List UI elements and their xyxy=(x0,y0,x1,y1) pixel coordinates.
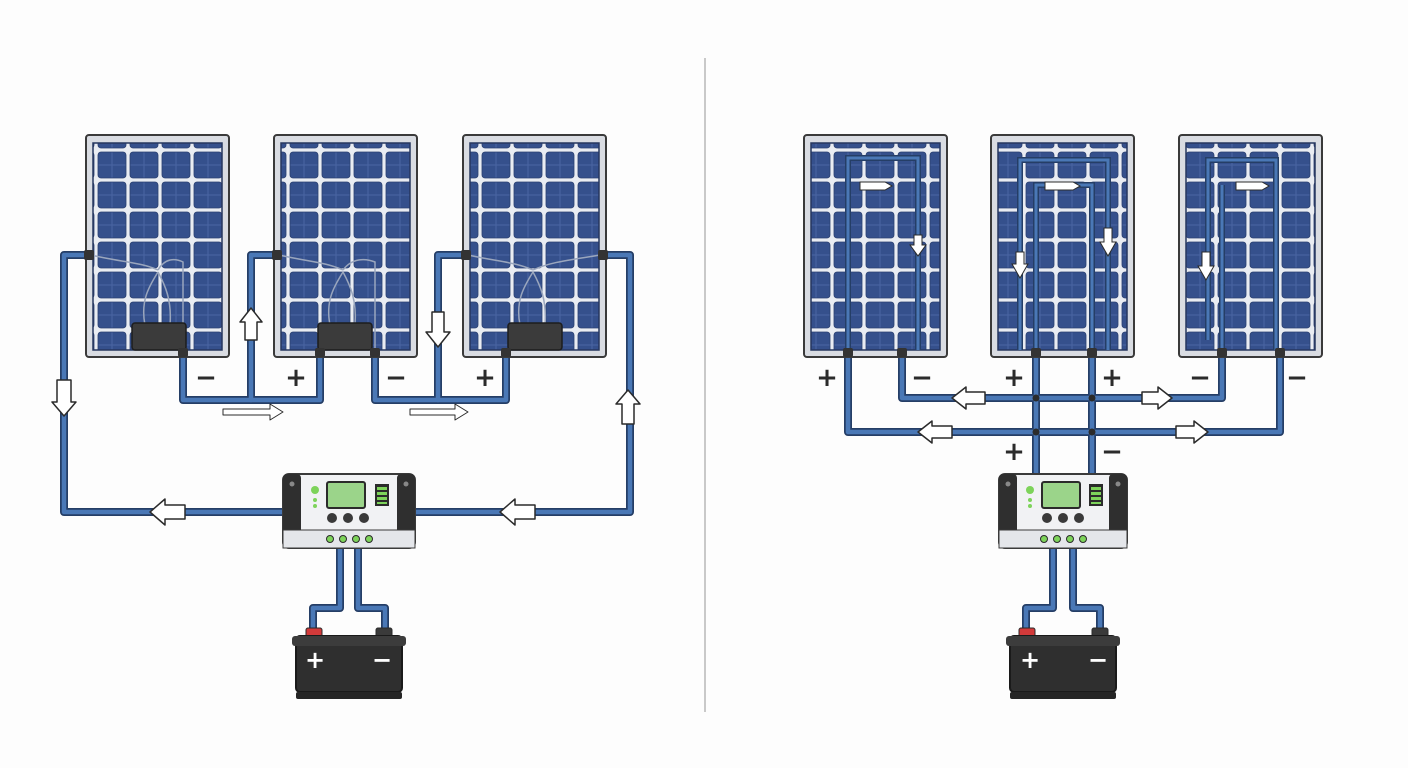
series-p2-negative-label: − xyxy=(385,363,407,393)
junction-box xyxy=(131,322,187,351)
parallel-p1-negative-label: − xyxy=(911,363,933,393)
parallel-p3-negative-outer-label: − xyxy=(1286,363,1308,393)
series-p3-positive-label: + xyxy=(474,363,496,393)
parallel-diagram: + − + + − − + − xyxy=(803,134,1323,699)
parallel-battery-icon: + − xyxy=(1006,627,1120,699)
parallel-charge-controller-icon xyxy=(998,473,1128,549)
parallel-solar-panel-2 xyxy=(990,134,1135,358)
parallel-battery-negative-label: − xyxy=(1088,646,1108,674)
parallel-bus-positive-label: + xyxy=(1003,437,1025,467)
parallel-solar-panel-3 xyxy=(1178,134,1323,358)
parallel-battery-positive-label: + xyxy=(1020,646,1040,674)
series-battery-icon: + − xyxy=(292,627,406,699)
current-arrow-icon xyxy=(51,307,641,526)
current-arrow-icon xyxy=(917,386,1209,444)
parallel-p1-positive-label: + xyxy=(816,363,838,393)
series-charge-controller-icon xyxy=(282,473,416,549)
parallel-p3-negative-label: − xyxy=(1189,363,1211,393)
parallel-wires xyxy=(844,348,1284,636)
junction-box xyxy=(507,322,563,351)
series-battery-positive-label: + xyxy=(305,646,325,674)
series-p1-negative-label: − xyxy=(195,363,217,393)
series-p2-positive-label: + xyxy=(285,363,307,393)
series-solar-panel-3 xyxy=(461,134,608,358)
series-solar-panel-1 xyxy=(84,134,230,358)
series-diagram: − + − + xyxy=(51,134,641,699)
parallel-p2-positive-label: + xyxy=(1003,363,1025,393)
bus-junctions xyxy=(1032,394,1096,436)
series-wires xyxy=(60,251,634,636)
series-solar-panel-2 xyxy=(272,134,418,358)
series-battery-negative-label: − xyxy=(372,646,392,674)
parallel-bus-negative-label: − xyxy=(1101,437,1123,467)
parallel-p2-negative-label: + xyxy=(1101,363,1123,393)
junction-box xyxy=(317,322,373,351)
parallel-solar-panel-1 xyxy=(803,134,948,358)
